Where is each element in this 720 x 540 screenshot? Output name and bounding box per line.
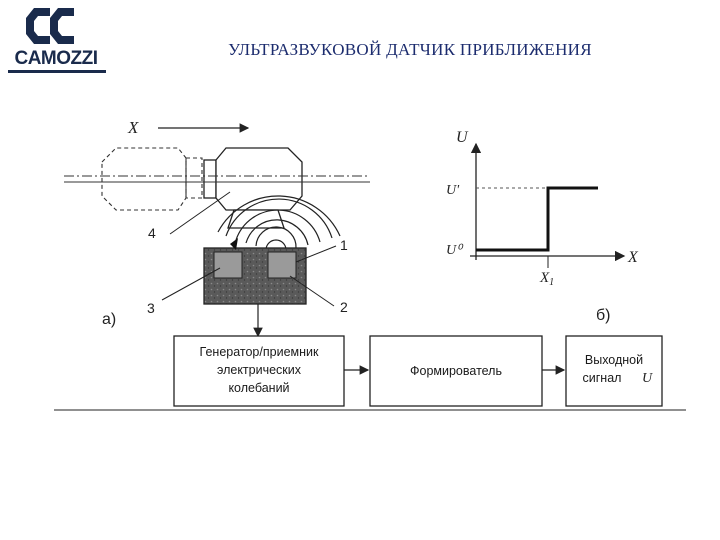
part-a-tag: а)	[102, 311, 116, 328]
generator-block: Генератор/приемник электрических колебан…	[173, 335, 345, 407]
callout-3: 3	[147, 300, 155, 316]
logo-text: CAMOZZI	[14, 48, 98, 69]
logo-underline	[8, 70, 106, 73]
callout-2: 2	[340, 299, 348, 315]
callout-leaders	[161, 191, 337, 307]
part-b-tag: б)	[596, 307, 611, 324]
page-title: УЛЬТРАЗВУКОВОЙ ДАТЧИК ПРИБЛИЖЕНИЯ	[228, 40, 592, 59]
logo-mark-icon	[26, 8, 74, 44]
ultrasonic-sensor-body	[203, 147, 303, 229]
generator-line-1: Генератор/приемник	[200, 345, 319, 359]
camozzi-logo: CAMOZZI	[4, 4, 108, 76]
axis-label-x: X	[127, 118, 139, 137]
generator-line-3: колебаний	[228, 381, 289, 395]
output-symbol: U	[642, 371, 653, 386]
target-object	[203, 238, 307, 305]
shaper-label: Формирователь	[410, 364, 502, 378]
switching-graph	[470, 142, 626, 268]
switch-point-label: X1	[539, 270, 554, 288]
generator-line-2: электрических	[217, 363, 302, 377]
shaper-block: Формирователь	[369, 335, 543, 407]
callout-1: 1	[340, 237, 348, 253]
output-line-1: Выходной	[585, 353, 643, 367]
ultrasonic-waves-icon	[217, 195, 341, 251]
output-block: Выходной сигнал U	[565, 335, 663, 407]
level-high-label: U'	[446, 183, 460, 198]
sensor-ghost-outline	[101, 147, 203, 211]
output-line-2: сигнал	[583, 371, 622, 385]
graph-y-axis-label: U	[456, 129, 469, 146]
level-low-label: U⁰	[446, 243, 464, 258]
sensor-axis-lines	[64, 175, 370, 183]
graph-x-axis-label: X	[627, 249, 639, 266]
callout-4: 4	[148, 225, 156, 241]
